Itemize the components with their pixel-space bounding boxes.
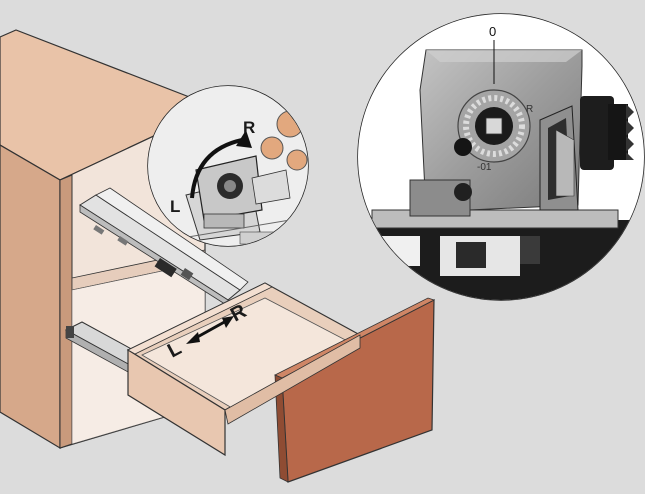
adjustment-inset: L R <box>147 85 309 247</box>
drawer-front-side-edge <box>274 374 289 483</box>
double-arrow-icon <box>186 316 234 344</box>
zoom-label-r: R <box>526 104 533 115</box>
drawer-left-side <box>127 348 226 457</box>
cabinet-right-panel-edge <box>59 174 73 449</box>
drawer <box>126 282 436 483</box>
cabinet-left-side <box>0 144 61 450</box>
black-knob <box>580 96 614 170</box>
drawer-side-board <box>224 334 361 425</box>
zoom-label-minus: -01 <box>477 162 492 173</box>
drawer-top-rim <box>127 282 273 355</box>
upper-drawer-slide <box>79 187 249 307</box>
zoom-label-zero: 0 <box>489 24 496 39</box>
zoom-detail: 0 R -01 <box>357 13 645 301</box>
curved-arrow-icon <box>190 130 252 199</box>
inset-label-left: L <box>170 197 180 216</box>
inset-label-right: R <box>243 118 255 137</box>
